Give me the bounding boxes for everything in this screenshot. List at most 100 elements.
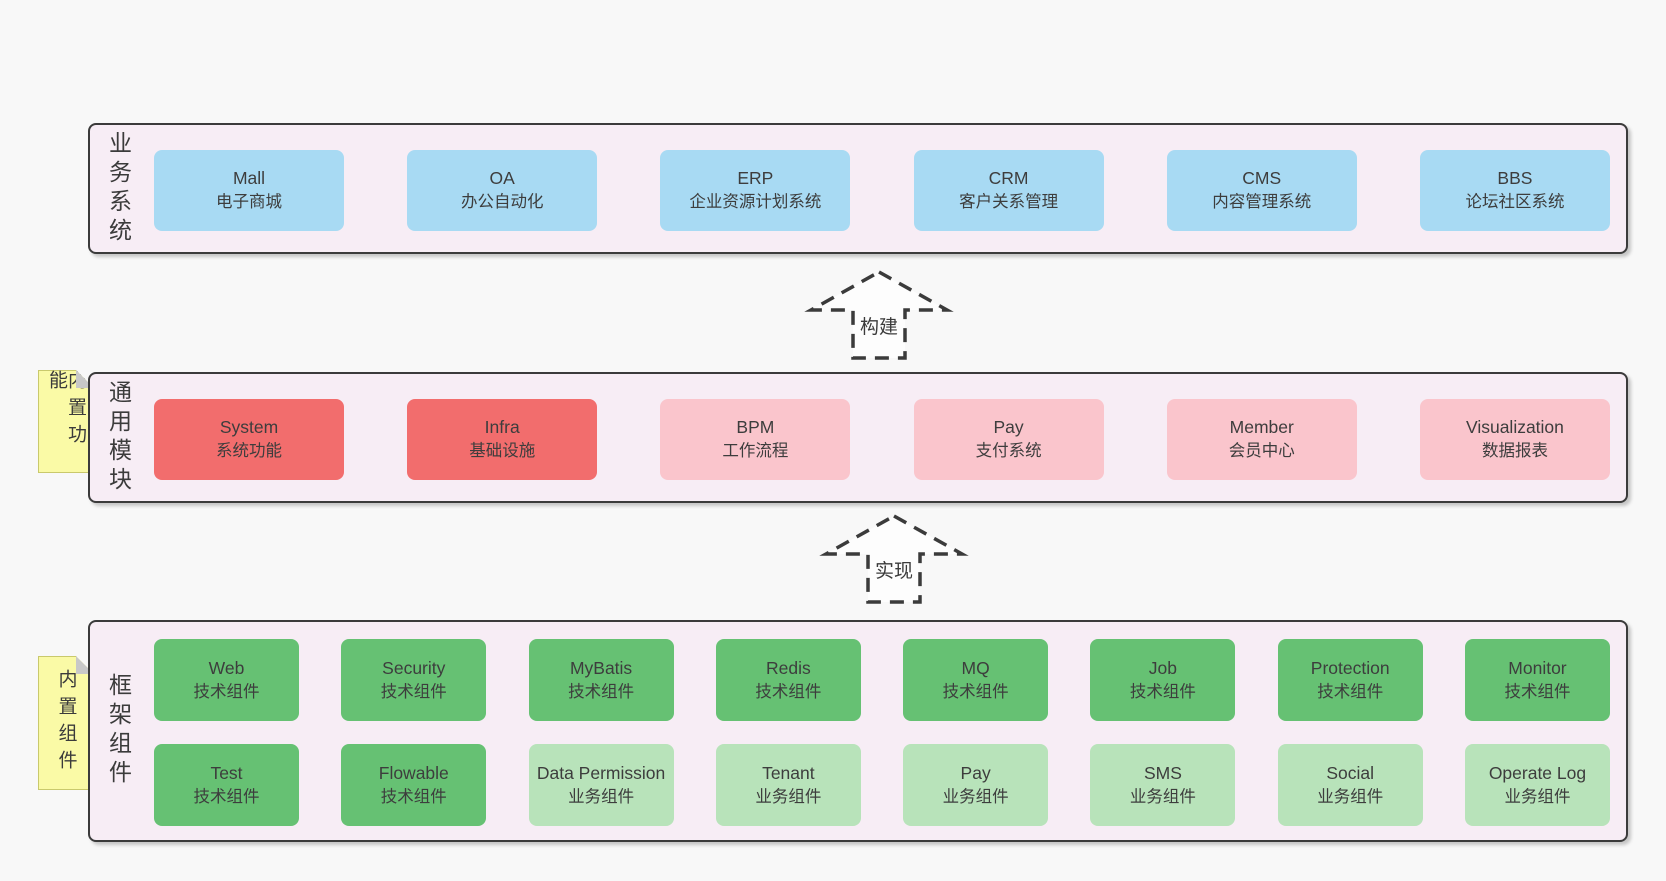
- box-bpm: BPM 工作流程: [660, 399, 851, 480]
- arrow-build-label: 构建: [856, 312, 902, 339]
- box-mq: MQ 技术组件: [903, 639, 1049, 721]
- box-mall: Mall 电子商城: [154, 150, 344, 231]
- box-subtitle: 客户关系管理: [959, 193, 1059, 212]
- box-subtitle: 工作流程: [722, 442, 789, 461]
- box-system: System 系统功能: [154, 399, 344, 480]
- box-subtitle: 系统功能: [216, 442, 282, 461]
- box-subtitle: 内容管理系统: [1212, 193, 1312, 212]
- panel-common-modules: 通用模块 System 系统功能 Infra 基础设施 BPM 工作流程 Pay…: [88, 372, 1628, 503]
- box-subtitle: 业务组件: [1317, 787, 1384, 806]
- box-title: MyBatis: [569, 657, 633, 678]
- box-title: BPM: [736, 417, 775, 438]
- box-subtitle: 电子商城: [216, 193, 282, 212]
- box-title: ERP: [737, 168, 774, 189]
- note-text: 内置组件: [55, 669, 77, 777]
- box-subtitle: 办公自动化: [460, 193, 544, 212]
- box-title: Test: [210, 762, 243, 783]
- box-subtitle: 论坛社区系统: [1465, 193, 1565, 212]
- box-oa: OA 办公自动化: [407, 150, 598, 231]
- box-subtitle: 技术组件: [1129, 682, 1196, 701]
- box-crm: CRM 客户关系管理: [913, 150, 1104, 231]
- box-social: Social 业务组件: [1277, 744, 1423, 826]
- box-subtitle: 企业资源计划系统: [689, 193, 822, 212]
- box-subtitle: 技术组件: [568, 682, 635, 701]
- box-test: Test 技术组件: [154, 744, 299, 826]
- box-title: Tenant: [762, 762, 815, 783]
- box-job: Job 技术组件: [1090, 639, 1236, 721]
- box-title: Pay: [960, 762, 991, 783]
- box-title: Infra: [484, 417, 520, 438]
- box-subtitle: 基础设施: [469, 442, 536, 461]
- box-subtitle: 技术组件: [193, 787, 260, 806]
- box-cms: CMS 内容管理系统: [1166, 150, 1357, 231]
- box-monitor: Monitor 技术组件: [1464, 639, 1610, 721]
- box-title: Job: [1148, 657, 1178, 678]
- arrow-implement: 实现: [818, 512, 970, 606]
- box-title: CMS: [1242, 168, 1282, 189]
- panel-framework-components: 框架组件 Web 技术组件 Security 技术组件 MyBatis 技术组件…: [88, 620, 1628, 842]
- box-subtitle: 业务组件: [568, 787, 635, 806]
- box-title: SMS: [1143, 762, 1182, 783]
- box-subtitle: 业务组件: [942, 787, 1009, 806]
- box-erp: ERP 企业资源计划系统: [660, 150, 851, 231]
- box-title: CRM: [988, 168, 1029, 189]
- box-protection: Protection 技术组件: [1277, 639, 1423, 721]
- box-title: Data Permission: [536, 762, 666, 783]
- box-title: Member: [1229, 417, 1294, 438]
- box-tenant: Tenant 业务组件: [715, 744, 861, 826]
- box-title: Pay: [993, 417, 1024, 438]
- panel-business-systems: 业务系统 Mall 电子商城 OA 办公自动化 ERP 企业资源计划系统 CRM…: [88, 123, 1628, 254]
- box-title: Redis: [765, 657, 811, 678]
- box-security: Security 技术组件: [341, 639, 487, 721]
- section-label-components: 框架组件: [105, 673, 132, 789]
- box-operate-log: Operate Log 业务组件: [1464, 744, 1610, 826]
- arrow-implement-label: 实现: [871, 556, 917, 583]
- section-label-business: 业务系统: [105, 130, 132, 247]
- box-bbs: BBS 论坛社区系统: [1419, 150, 1610, 231]
- box-sms: SMS 业务组件: [1090, 744, 1236, 826]
- box-member: Member 会员中心: [1166, 399, 1357, 480]
- box-subtitle: 业务组件: [1129, 787, 1196, 806]
- box-title: Visualization: [1465, 417, 1564, 438]
- arrow-build: 构建: [803, 268, 955, 362]
- box-subtitle: 技术组件: [380, 682, 447, 701]
- box-infra: Infra 基础设施: [407, 399, 598, 480]
- box-title: Monitor: [1508, 657, 1567, 678]
- box-subtitle: 技术组件: [1317, 682, 1384, 701]
- box-subtitle: 支付系统: [975, 442, 1042, 461]
- box-subtitle: 业务组件: [755, 787, 822, 806]
- business-box-row: Mall 电子商城 OA 办公自动化 ERP 企业资源计划系统 CRM 客户关系…: [154, 150, 1610, 231]
- modules-box-row: System 系统功能 Infra 基础设施 BPM 工作流程 Pay 支付系统…: [154, 399, 1610, 480]
- box-title: Flowable: [378, 762, 449, 783]
- box-data-permission: Data Permission 业务组件: [528, 744, 674, 826]
- box-title: Mall: [232, 168, 266, 189]
- box-title: Protection: [1310, 657, 1390, 678]
- box-title: Web: [208, 657, 245, 678]
- box-subtitle: 数据报表: [1481, 442, 1548, 461]
- box-title: Security: [382, 657, 446, 678]
- box-title: MQ: [961, 657, 990, 678]
- box-subtitle: 技术组件: [755, 682, 822, 701]
- box-visualization: Visualization 数据报表: [1419, 399, 1610, 480]
- components-row-2: Test 技术组件 Flowable 技术组件 Data Permission …: [154, 744, 1610, 826]
- box-title: Social: [1326, 762, 1375, 783]
- components-row-1: Web 技术组件 Security 技术组件 MyBatis 技术组件 Redi…: [154, 639, 1610, 721]
- box-subtitle: 技术组件: [942, 682, 1009, 701]
- box-title: OA: [489, 168, 515, 189]
- box-subtitle: 业务组件: [1504, 787, 1571, 806]
- box-pay-component: Pay 业务组件: [903, 744, 1049, 826]
- box-subtitle: 技术组件: [1504, 682, 1571, 701]
- box-subtitle: 会员中心: [1228, 442, 1295, 461]
- note-text: 内置功能: [46, 370, 86, 451]
- note-builtin-features: 内置功能: [38, 370, 94, 473]
- box-title: System: [219, 417, 279, 438]
- box-subtitle: 技术组件: [380, 787, 447, 806]
- box-pay-system: Pay 支付系统: [913, 399, 1104, 480]
- box-web: Web 技术组件: [154, 639, 299, 721]
- box-title: Operate Log: [1488, 762, 1587, 783]
- box-redis: Redis 技术组件: [715, 639, 861, 721]
- box-subtitle: 技术组件: [193, 682, 260, 701]
- note-builtin-components: 内置组件: [38, 656, 94, 790]
- box-mybatis: MyBatis 技术组件: [528, 639, 674, 721]
